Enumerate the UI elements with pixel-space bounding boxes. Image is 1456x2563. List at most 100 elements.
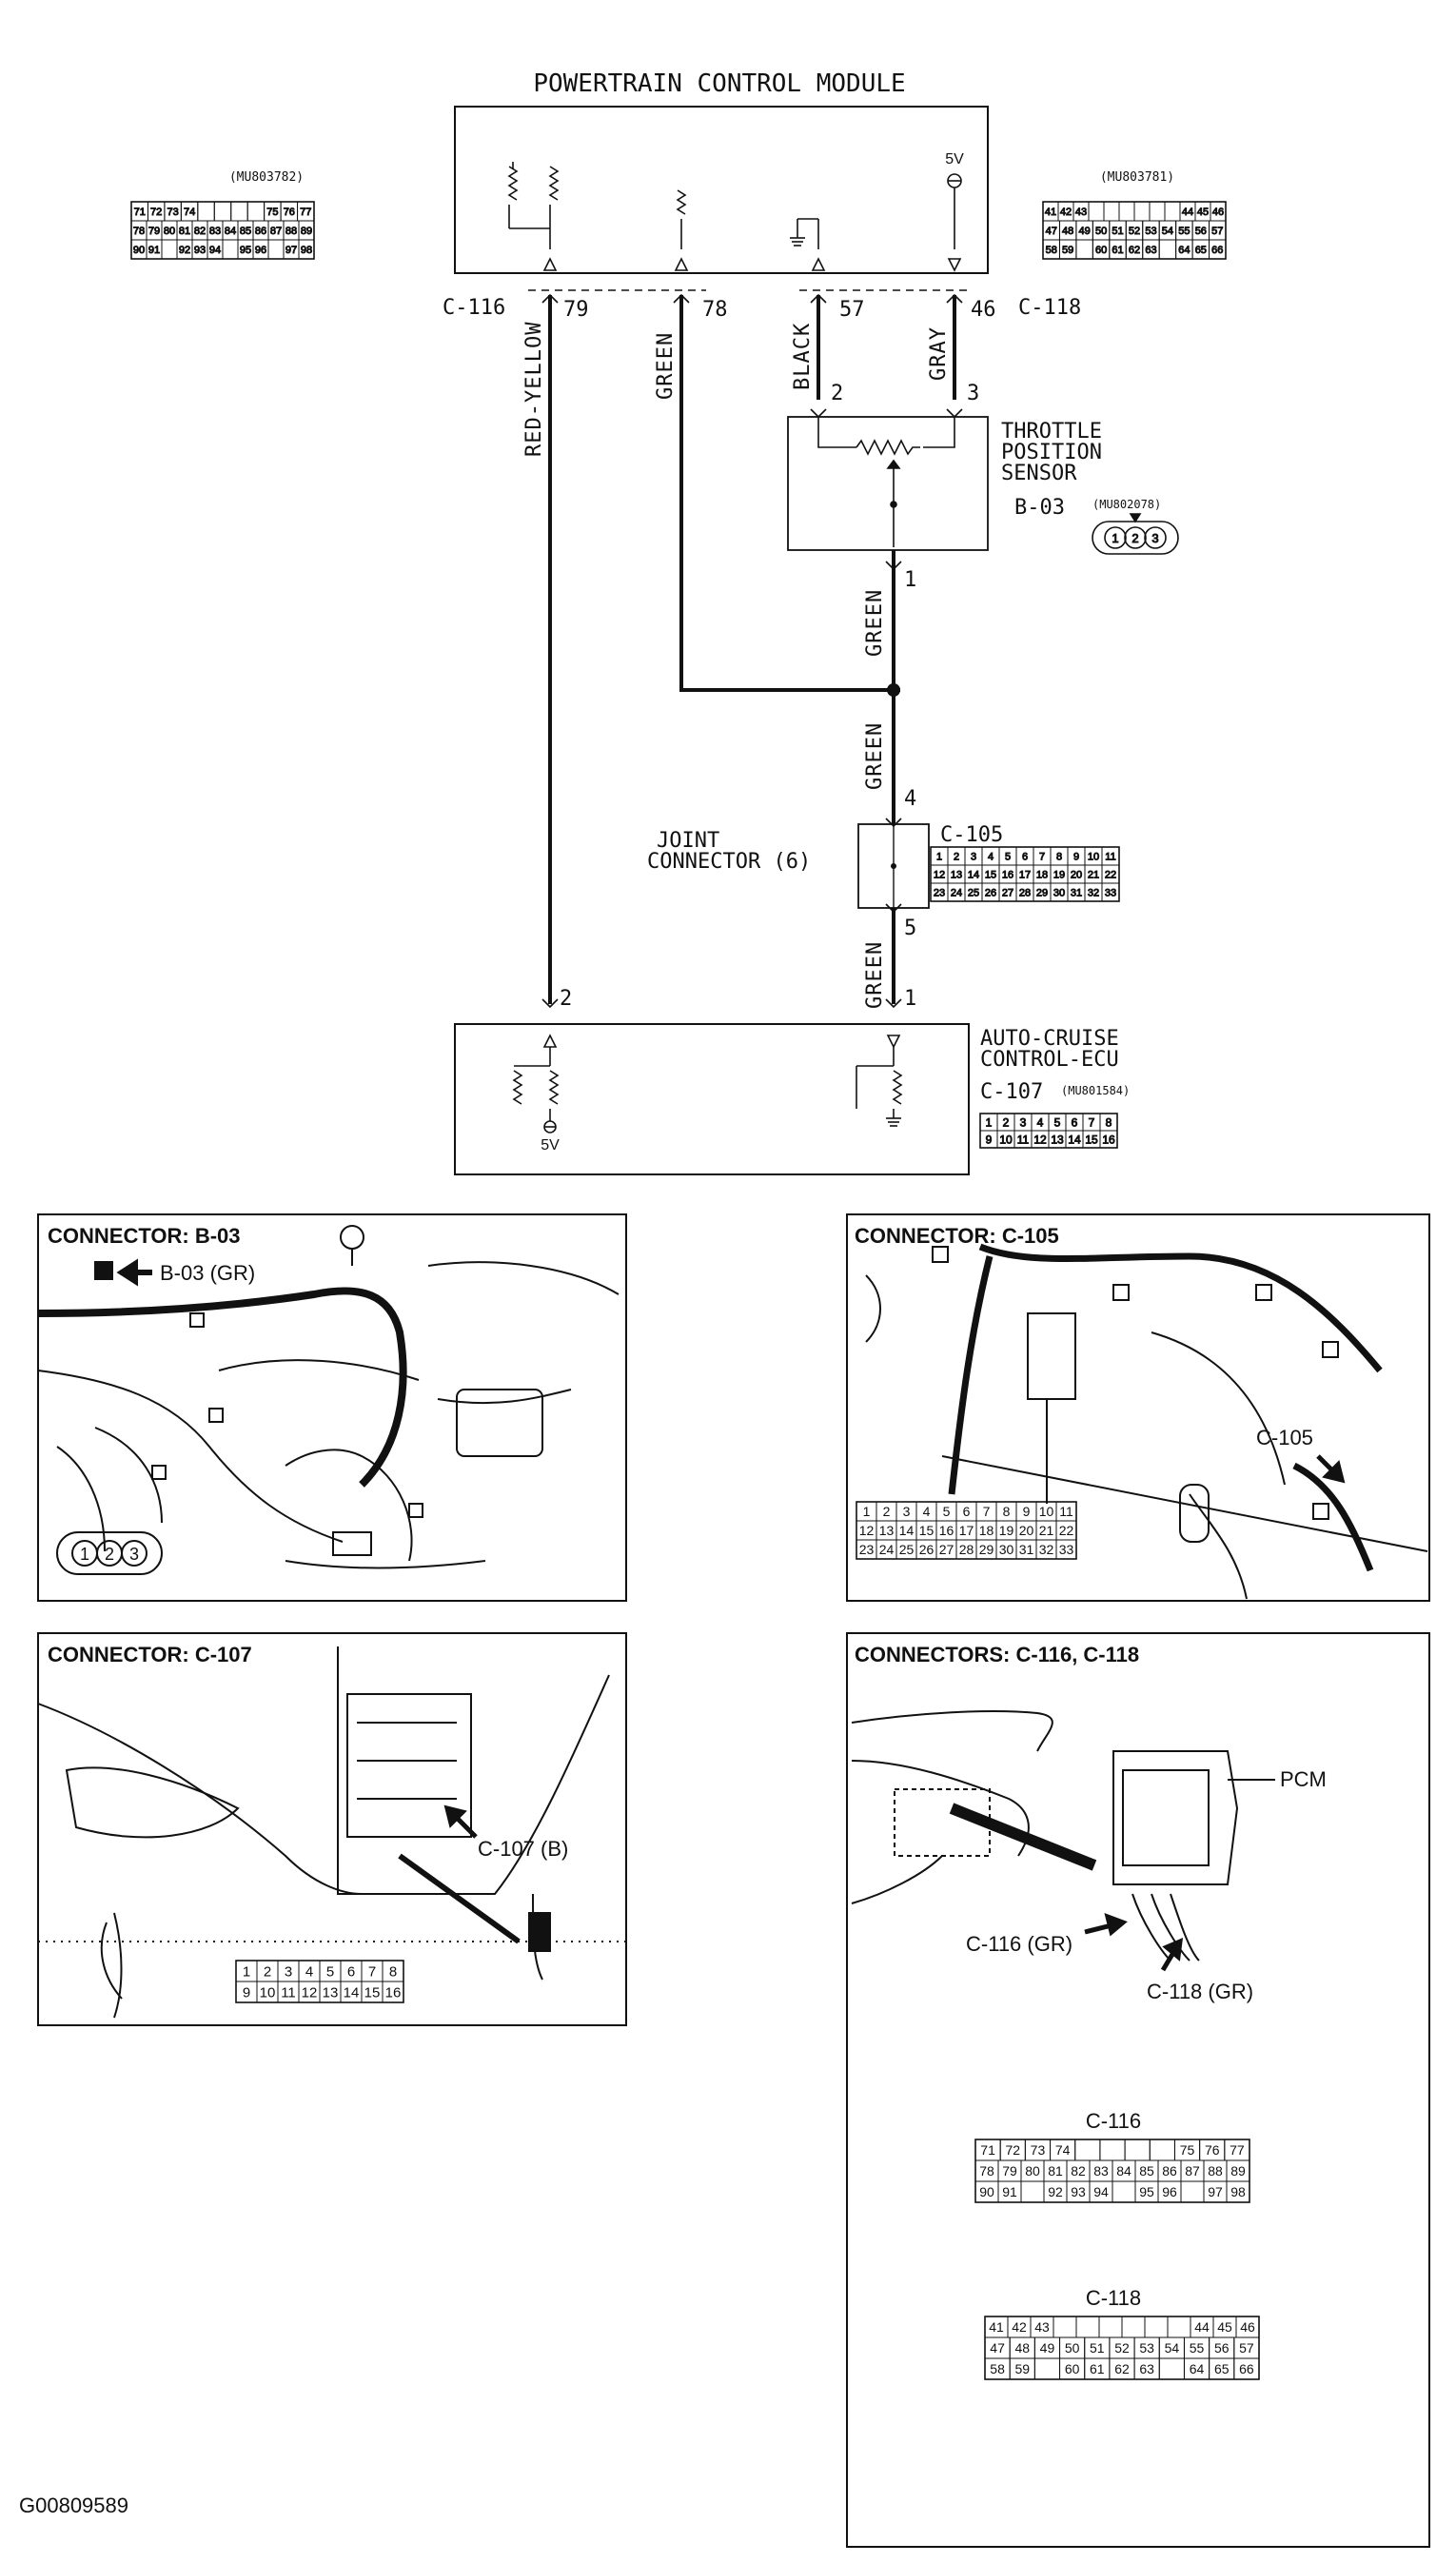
- pin-number: 10: [1088, 851, 1099, 862]
- pin-number: 91: [148, 245, 160, 256]
- pin-number: 9: [1023, 1504, 1031, 1519]
- ecu-5v: 5V: [541, 1137, 560, 1153]
- pin-cell: [1149, 2139, 1175, 2161]
- pin-number: 93: [1071, 2184, 1086, 2199]
- pin-number: 46: [1240, 2319, 1255, 2335]
- pin-cell: [1103, 201, 1120, 222]
- pin-number: 4: [988, 851, 994, 862]
- pin-number: 15: [919, 1523, 935, 1538]
- tps-pin-number: 2: [1131, 531, 1138, 545]
- pin-cell: [1124, 2139, 1151, 2161]
- pin-number: 14: [344, 1984, 360, 2001]
- wire-label-green-78: GREEN: [654, 332, 678, 400]
- pin-cell: [1101, 882, 1120, 902]
- b03-harness-drawing: [37, 1225, 620, 1569]
- b03-callout: B-03 (GR): [160, 1261, 255, 1285]
- pin-cell: [197, 201, 215, 222]
- pin-cell: [1053, 2316, 1077, 2338]
- pin-cell: [1098, 2316, 1123, 2338]
- pin-number: 95: [1139, 2184, 1154, 2199]
- pin-number: 20: [1019, 1523, 1034, 1538]
- pin-number: 2: [883, 1504, 891, 1519]
- pin-number: 79: [148, 226, 160, 237]
- pin-number: 56: [1214, 2340, 1230, 2356]
- pin-number: 4: [923, 1504, 931, 1519]
- pin-number: 4: [1037, 1115, 1044, 1129]
- pin-number: 92: [1048, 2184, 1063, 2199]
- pin-cell: [382, 1981, 404, 2003]
- pin-cell: [298, 239, 315, 260]
- pin-number: 58: [990, 2361, 1005, 2376]
- pin-cell: [1121, 2316, 1146, 2338]
- pin-number: 21: [1039, 1523, 1054, 1538]
- pin-cell: [1164, 201, 1181, 222]
- pin-number: 97: [285, 245, 297, 256]
- pin-number: 74: [184, 207, 195, 218]
- tps-part: (MU802078): [1092, 498, 1161, 511]
- pin-number: 28: [1019, 887, 1031, 898]
- pin-number: 52: [1129, 226, 1140, 237]
- pin-number: 80: [1025, 2163, 1040, 2179]
- pin-number: 3: [903, 1504, 911, 1519]
- pcm-part-left: (MU803782): [229, 170, 304, 185]
- joint-pin4: 4: [904, 787, 916, 811]
- pin-number: 90: [133, 245, 145, 256]
- pin-number: 43: [1075, 207, 1087, 218]
- pin-number: 7: [1089, 1115, 1095, 1129]
- pin-cell: [1055, 1539, 1077, 1560]
- pin-number: 93: [194, 245, 206, 256]
- pin-number: 16: [1102, 1133, 1115, 1146]
- pin-number: 12: [302, 1984, 318, 2001]
- pin-number: 6: [1022, 851, 1028, 862]
- pin-number: 11: [1059, 1504, 1073, 1519]
- pin-number: 4: [305, 1963, 313, 1980]
- pin-cell: [1075, 2316, 1100, 2338]
- ecu-box: [454, 1023, 970, 1175]
- tps-pin-ticks: [810, 408, 963, 419]
- pin-number: 98: [301, 245, 312, 256]
- pin-number: 59: [1062, 245, 1073, 256]
- pin-number: 53: [1145, 226, 1156, 237]
- pin-number: 27: [1002, 887, 1013, 898]
- pin-number: 15: [364, 1984, 381, 2001]
- pin-number: 96: [1162, 2184, 1177, 2199]
- pcm-box: [454, 106, 989, 274]
- pin-cell: [1209, 239, 1227, 260]
- pcm-5v-label: 5V: [945, 151, 964, 168]
- pin-number: 86: [1162, 2163, 1177, 2179]
- pin-number: 33: [1059, 1542, 1074, 1557]
- pin-number: 61: [1090, 2361, 1105, 2376]
- tps-pin3: 3: [967, 382, 979, 405]
- pin-number: 73: [1031, 2142, 1046, 2158]
- c116-heading: C-116: [1086, 2109, 1141, 2133]
- pin-cell: [1133, 201, 1151, 222]
- pcm-pin-arrows: [542, 257, 962, 272]
- pin-number: 9: [243, 1984, 250, 2001]
- c118-callout: C-118 (GR): [1147, 1980, 1253, 2003]
- pin-number: 88: [1208, 2163, 1223, 2179]
- pin-number: 71: [980, 2142, 995, 2158]
- ecu-id: C-107: [980, 1080, 1043, 1104]
- pin-number: 71: [134, 207, 146, 218]
- tps-pin1-tick: [885, 561, 902, 571]
- pin-number: 8: [1056, 851, 1062, 862]
- pin-number: 58: [1046, 245, 1057, 256]
- pin-number: 12: [1033, 1133, 1047, 1146]
- pin-78: 78: [702, 298, 728, 322]
- pin-number: 55: [1178, 226, 1190, 237]
- joint-label-2: CONNECTOR (6): [647, 850, 811, 874]
- pin-number: 24: [951, 887, 962, 898]
- pin-number: 31: [1019, 1542, 1034, 1557]
- pin-number: 8: [1106, 1115, 1112, 1129]
- pin-number: 21: [1088, 869, 1099, 880]
- pin-57: 57: [839, 298, 865, 322]
- pin-number: 15: [1085, 1133, 1098, 1146]
- pin-number: 3: [971, 851, 976, 862]
- pin-number: 14: [1068, 1133, 1081, 1146]
- pin-number: 49: [1079, 226, 1091, 237]
- pin-number: 41: [1045, 207, 1056, 218]
- wire-label-green-tps: GREEN: [863, 589, 887, 657]
- pin-number: 14: [968, 869, 979, 880]
